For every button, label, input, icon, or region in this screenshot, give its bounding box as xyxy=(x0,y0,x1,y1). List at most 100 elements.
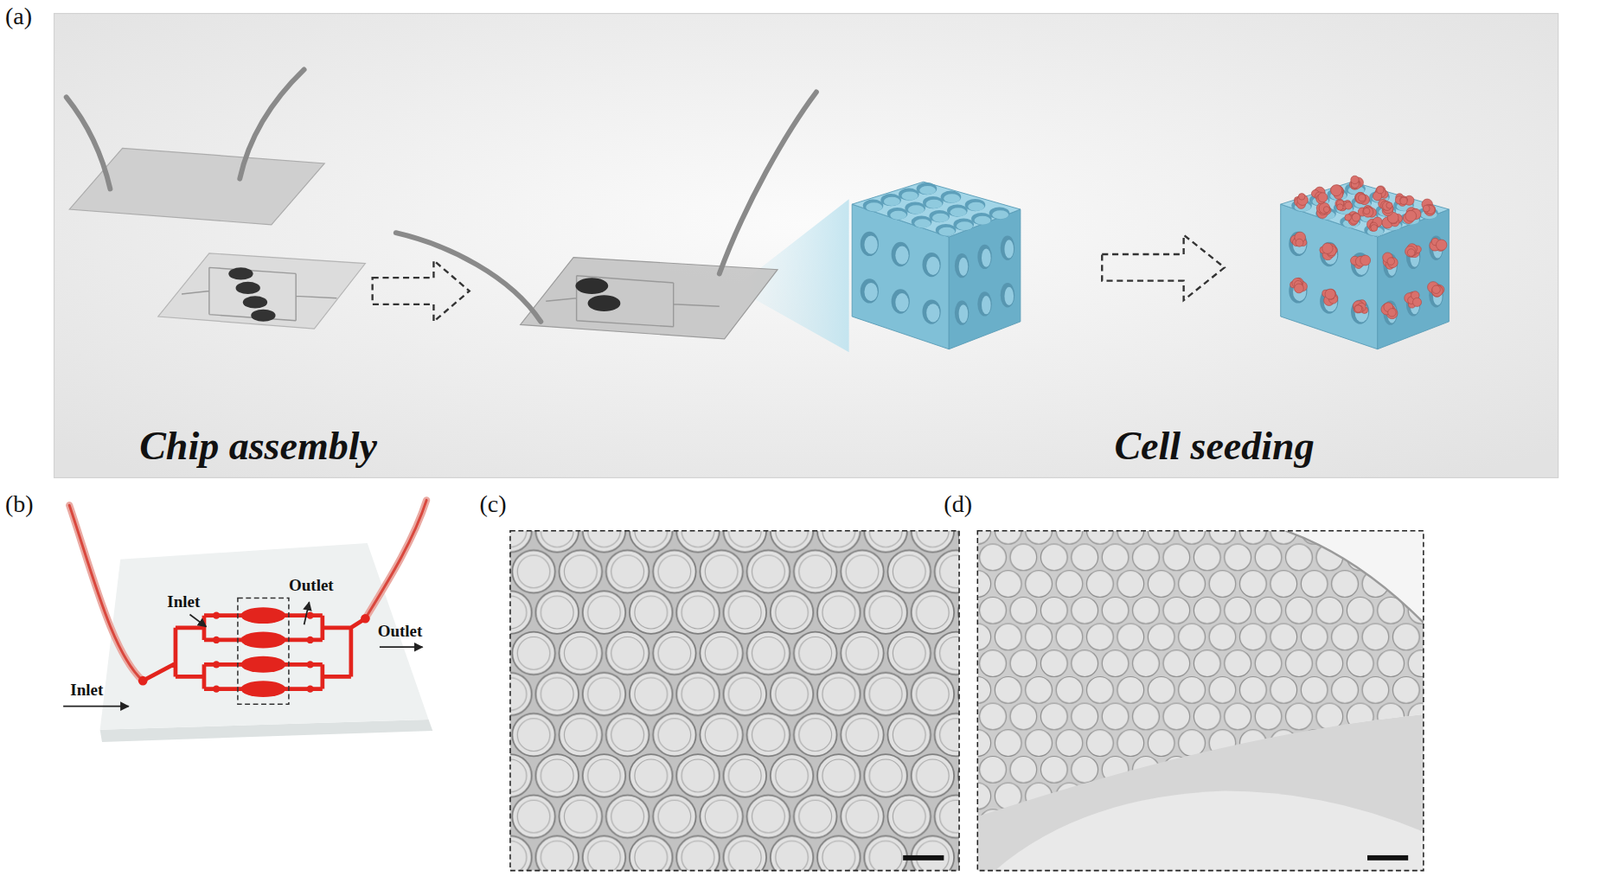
scaffold-top-face xyxy=(1280,181,1450,237)
pore xyxy=(1000,236,1016,261)
step-label-text: Cell seeding xyxy=(1113,423,1314,468)
pore xyxy=(1350,299,1370,324)
cell-cluster xyxy=(1363,207,1370,214)
cell-cluster xyxy=(1318,192,1328,203)
panel-label-text: (c) xyxy=(480,490,507,518)
pore xyxy=(891,288,910,314)
cell-cluster xyxy=(1337,204,1344,211)
plate xyxy=(100,543,429,730)
port-label-text: Inlet xyxy=(70,680,103,699)
pore xyxy=(965,198,986,212)
flow-arrow xyxy=(63,705,129,708)
pore xyxy=(1288,278,1307,303)
zoom-box xyxy=(237,598,289,705)
pore xyxy=(940,191,962,204)
cell-cluster xyxy=(1350,175,1359,184)
pore xyxy=(947,204,968,217)
panel-label: (b) xyxy=(5,490,34,518)
channel-lines xyxy=(545,275,720,327)
scaffold-seeded xyxy=(1280,175,1450,349)
cell-cluster xyxy=(1388,308,1396,317)
pore xyxy=(922,196,944,209)
micrograph-top xyxy=(510,531,960,871)
cell-cluster xyxy=(1431,285,1443,297)
image-frame xyxy=(977,531,1424,871)
cell-cluster xyxy=(1356,192,1367,204)
tube xyxy=(719,91,817,274)
cell-cluster xyxy=(1412,297,1421,307)
panel-label: (a) xyxy=(5,2,32,30)
lower-arc xyxy=(994,791,1424,871)
cell-cluster xyxy=(1322,243,1333,254)
pore xyxy=(989,206,1011,219)
pore xyxy=(891,242,910,267)
pore xyxy=(904,202,926,215)
port-label-text: Inlet xyxy=(166,593,200,612)
port-label-text: Outlet xyxy=(377,622,423,641)
pore xyxy=(953,217,974,231)
step-arrow xyxy=(372,260,470,322)
pore xyxy=(860,231,879,256)
flow-arrow xyxy=(379,646,423,648)
step-label: Cell seeding xyxy=(1113,423,1314,468)
pore xyxy=(916,182,938,195)
image-frame xyxy=(510,531,960,871)
pore xyxy=(911,215,933,228)
outlet-tube xyxy=(364,499,427,619)
pore xyxy=(921,252,941,277)
cell-cluster xyxy=(1344,201,1353,210)
scaffold-top-face xyxy=(851,181,1021,237)
pore xyxy=(863,199,884,212)
channel-dots xyxy=(138,612,371,693)
scale-bar xyxy=(902,855,944,861)
inlet-tube-core xyxy=(69,505,143,681)
cell-cluster xyxy=(1324,288,1336,300)
pore xyxy=(928,210,950,223)
tube xyxy=(239,69,304,179)
port-label: Outlet xyxy=(288,576,334,596)
pore xyxy=(1288,231,1307,256)
cell-cluster xyxy=(1358,194,1366,202)
pore xyxy=(977,291,992,316)
panel-background xyxy=(54,13,1559,479)
cell-cluster xyxy=(1386,202,1393,209)
chamber-oval xyxy=(575,277,608,295)
cell-cluster xyxy=(1435,239,1447,250)
red-channels xyxy=(142,615,365,690)
pore xyxy=(887,207,909,220)
cell-cluster xyxy=(1344,214,1352,222)
cell-cluster xyxy=(1382,201,1393,212)
bottom-layer xyxy=(158,253,366,329)
cell-cluster xyxy=(1318,202,1331,214)
pore xyxy=(954,253,970,278)
cell-cluster xyxy=(1323,206,1330,213)
cell-cluster xyxy=(1360,255,1371,266)
pore xyxy=(898,188,920,201)
chip-photo xyxy=(63,499,433,743)
cell-cluster xyxy=(1294,283,1305,294)
scaffold xyxy=(851,181,1021,349)
pointer-arrow xyxy=(189,614,206,627)
chip-exploded xyxy=(66,69,366,329)
port-label-text: Outlet xyxy=(288,576,334,596)
cell-cluster xyxy=(1353,305,1362,314)
pore xyxy=(860,278,879,303)
outlet-tube-core xyxy=(364,499,427,619)
cell-cluster xyxy=(1331,185,1343,197)
port-label: Inlet xyxy=(70,680,103,699)
step-arrow xyxy=(1101,235,1225,301)
cell-cluster xyxy=(1422,204,1430,212)
scaffold-band xyxy=(977,531,1424,817)
micrograph-side xyxy=(977,531,1424,871)
band-edge xyxy=(1286,531,1424,623)
pore xyxy=(1000,282,1016,308)
cell-cluster xyxy=(1407,249,1415,257)
panel-label: (d) xyxy=(943,490,973,518)
panel-label-text: (a) xyxy=(5,2,32,30)
pore xyxy=(954,300,970,325)
cell-cluster xyxy=(1354,305,1362,313)
port-label: Outlet xyxy=(377,622,423,641)
chamber-oval xyxy=(588,294,621,312)
pore xyxy=(935,224,957,237)
